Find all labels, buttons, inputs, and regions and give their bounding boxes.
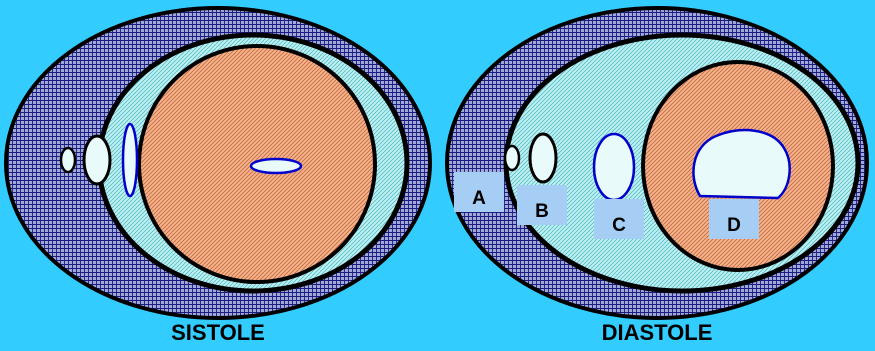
systole-medium-oval [82, 134, 112, 186]
diastole-small-oval [503, 144, 521, 172]
label-a-text: A [472, 188, 486, 209]
systole-blue-slit-vertical [121, 122, 139, 198]
diastole-medium-oval [528, 132, 558, 184]
label-b: B [517, 185, 567, 225]
label-d: D [709, 199, 759, 239]
diastole-caption: DIASTOLE [602, 320, 713, 345]
systole-small-oval [59, 146, 77, 174]
label-b-text: B [535, 201, 549, 222]
systole-blue-slit-horizontal [249, 157, 303, 175]
label-c-text: C [612, 215, 626, 236]
diastole-blue-oval [592, 132, 636, 202]
systole-caption: SISTOLE [171, 320, 265, 345]
diastole-blue-chamber [692, 128, 791, 200]
label-d-text: D [727, 215, 741, 236]
label-c: C [594, 199, 644, 239]
label-a: A [454, 172, 504, 212]
systole-diagram: SISTOLE [4, 6, 432, 345]
